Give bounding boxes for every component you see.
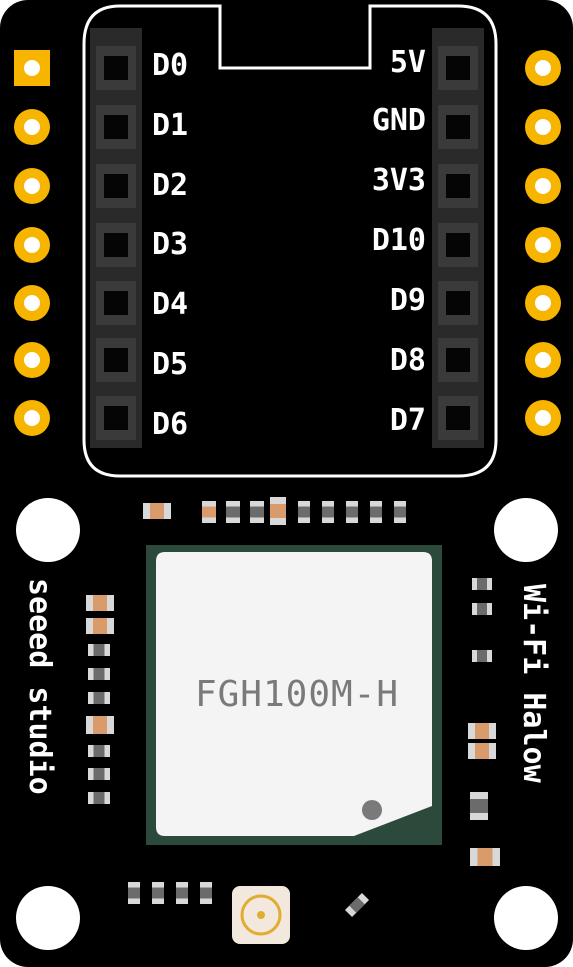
- capacitor-bottom-body: [200, 887, 212, 899]
- right-castellated-pads: [525, 50, 561, 436]
- pad-hole-right: [535, 60, 551, 76]
- right-header-holes: [438, 46, 478, 440]
- mounting-hole-bottom-left: [16, 886, 80, 950]
- capacitor-right-body: [477, 603, 487, 615]
- resistor-left-large-body: [93, 716, 107, 734]
- pad-hole-right: [535, 119, 551, 135]
- pad-hole-right: [535, 352, 551, 368]
- pin-label-right-5: D8: [390, 343, 426, 378]
- diode-body: [349, 897, 365, 913]
- pad-hole-left: [24, 295, 40, 311]
- header-hole-right: [446, 56, 470, 80]
- capacitor-bottom-body: [176, 887, 188, 899]
- brand-silkscreen: seeed studio: [22, 578, 57, 795]
- header-hole-right: [446, 233, 470, 257]
- capacitor-top-body: [394, 506, 406, 518]
- capacitor-left-body: [93, 644, 105, 656]
- header-hole-left: [104, 174, 128, 198]
- left-header-holes: [96, 46, 136, 440]
- pin-label-left-2: D2: [152, 168, 188, 203]
- pad-hole-right: [535, 237, 551, 253]
- pin-label-left-0: D0: [152, 48, 188, 83]
- pin-label-right-2: 3V3: [372, 163, 426, 198]
- antenna-connector-ring: [240, 894, 282, 936]
- resistor-right-c-body: [477, 848, 493, 866]
- header-hole-left: [104, 233, 128, 257]
- module-body: [156, 552, 432, 836]
- pad-hole-left: [24, 410, 40, 426]
- resistor-right-a-body: [475, 723, 489, 739]
- pad-hole-left: [24, 119, 40, 135]
- resistor-top-c-body: [270, 504, 286, 518]
- smd-component-column-right: [468, 578, 500, 866]
- header-hole-right: [446, 406, 470, 430]
- resistor-top-a-body: [150, 503, 164, 519]
- pad-hole-left: [24, 237, 40, 253]
- pin-label-right-1: GND: [372, 103, 426, 138]
- capacitor-left-body: [93, 692, 105, 704]
- capacitor-top-body: [226, 506, 240, 518]
- header-hole-left: [104, 115, 128, 139]
- mounting-hole-bottom-right: [494, 886, 558, 950]
- capacitor-right-body: [477, 578, 487, 590]
- capacitor-right-vertical-body: [470, 799, 488, 813]
- header-hole-left: [104, 56, 128, 80]
- capacitor-left-body: [93, 768, 105, 780]
- pad-hole-right: [535, 178, 551, 194]
- header-hole-left: [104, 406, 128, 430]
- header-hole-right: [446, 174, 470, 198]
- capacitor-left-body: [93, 668, 105, 680]
- pad-hole-left: [24, 178, 40, 194]
- pad-hole-left: [24, 352, 40, 368]
- header-hole-left: [104, 291, 128, 315]
- resistor-top-b-body: [202, 506, 216, 518]
- resistor-left-body: [93, 595, 107, 611]
- pin-label-right-4: D9: [390, 283, 426, 318]
- product-silkscreen: Wi-Fi Halow: [516, 584, 551, 784]
- header-hole-right: [446, 291, 470, 315]
- module-pin1-dot: [362, 800, 382, 820]
- mounting-hole-top-right: [494, 498, 558, 562]
- capacitor-right-body: [477, 650, 487, 662]
- capacitor-left-body: [93, 792, 105, 804]
- smd-component-row-top: [143, 497, 406, 525]
- capacitor-bottom-body: [152, 887, 164, 899]
- capacitor-top-body: [298, 506, 310, 518]
- antenna-connector-center: [257, 911, 265, 919]
- smd-component-column-left: [86, 595, 114, 804]
- pin-label-right-3: D10: [372, 223, 426, 258]
- pin-label-left-6: D6: [152, 407, 188, 442]
- resistor-left-body: [93, 618, 107, 634]
- pad-hole-right: [535, 295, 551, 311]
- capacitor-bottom-body: [128, 887, 140, 899]
- pin-label-right-6: D7: [390, 403, 426, 438]
- capacitor-top-body: [322, 506, 334, 518]
- pin-label-left-4: D4: [152, 287, 188, 322]
- pad-hole-left: [24, 60, 40, 76]
- module-label: FGH100M-H: [195, 674, 399, 715]
- pin-label-left-5: D5: [152, 347, 188, 382]
- pin-label-left-1: D1: [152, 108, 188, 143]
- pad-hole-right: [535, 410, 551, 426]
- pin-label-left-3: D3: [152, 227, 188, 262]
- header-hole-right: [446, 115, 470, 139]
- capacitor-top-body: [250, 506, 264, 518]
- capacitor-top-body: [370, 506, 382, 518]
- mounting-hole-top-left: [16, 498, 80, 562]
- left-castellated-pads: [14, 50, 50, 436]
- socket-outline: [82, 4, 498, 478]
- pin-label-right-0: 5V: [390, 45, 426, 80]
- capacitor-left-body: [93, 745, 105, 757]
- smd-component-row-bottom: [128, 882, 370, 918]
- header-hole-right: [446, 348, 470, 372]
- header-hole-left: [104, 348, 128, 372]
- capacitor-top-body: [346, 506, 358, 518]
- diode-bottom: [344, 892, 370, 918]
- resistor-right-b-body: [475, 743, 489, 759]
